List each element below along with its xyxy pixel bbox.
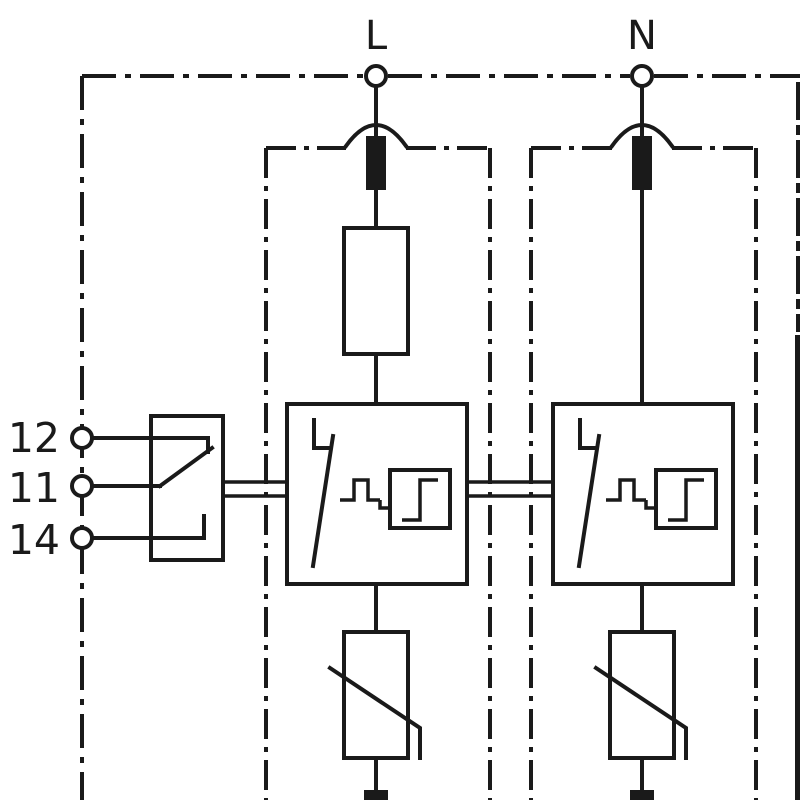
module-n-boundary xyxy=(529,146,758,800)
terminal-label-l: L xyxy=(365,13,388,59)
module-l xyxy=(264,84,492,800)
terminal-label-11: 11 xyxy=(8,464,60,512)
plug-pin-icon xyxy=(366,136,386,190)
terminal-l-circle-icon xyxy=(364,64,388,88)
module-n xyxy=(529,84,758,800)
right-edge-bar xyxy=(795,82,800,800)
terminal-n-circle-icon xyxy=(630,64,654,88)
disconnector-switch-icon xyxy=(310,418,452,569)
fuse-icon xyxy=(342,226,410,356)
module-l-boundary xyxy=(264,146,492,800)
terminal-14-circle-icon xyxy=(70,526,94,550)
terminal-label-n: N xyxy=(627,13,657,59)
terminal-12-circle-icon xyxy=(70,426,94,450)
varistor-icon xyxy=(342,630,410,760)
varistor-icon xyxy=(608,630,676,760)
remote-contact-switch-icon xyxy=(86,414,225,562)
plug-pin-icon xyxy=(632,136,652,190)
terminal-11-circle-icon xyxy=(70,474,94,498)
terminal-label-14: 14 xyxy=(8,516,60,564)
disconnector-switch-icon xyxy=(576,418,718,569)
terminal-label-12: 12 xyxy=(8,414,60,462)
mechanical-coupling xyxy=(224,480,553,498)
